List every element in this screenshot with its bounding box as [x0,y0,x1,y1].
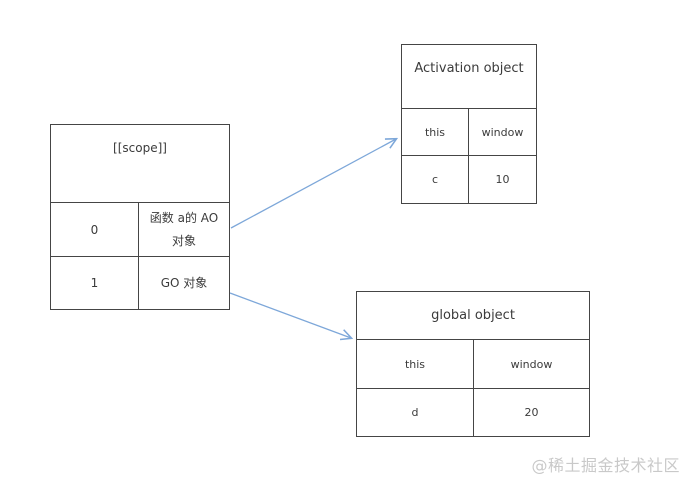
global-table-row-d: d 20 [357,388,589,436]
global-row-d-key: d [357,389,474,436]
scope-table-row-0: 0 函数 a的 AO 对象 [51,203,229,256]
scope-table-title: [[scope]] [51,125,229,203]
activation-object-table: Activation object this window c 10 [401,44,537,204]
scope-row-1-index: 1 [51,257,139,309]
global-object-table: global object this window d 20 [356,291,590,437]
activation-row-this-value: window [481,125,524,139]
global-row-d-value: 20 [524,406,539,419]
activation-object-table-title: Activation object [402,45,536,109]
arrow-scope-to-activation-object [230,139,396,229]
scope-table: [[scope]] 0 函数 a的 AO 对象 1 GO 对象 [50,124,230,310]
scope-table-row-1: 1 GO 对象 [51,256,229,309]
global-row-this-value: window [510,357,553,371]
scope-row-0-index: 0 [51,203,139,256]
activation-row-this-key: this [402,109,469,155]
scope-row-1-object: GO 对象 [139,257,229,309]
scope-row-0-object-line-1: 函数 a的 AO [149,210,219,225]
arrow-scope-to-global-object [229,292,351,338]
scope-row-0-object: 函数 a的 AO 对象 [139,203,229,256]
scope-row-0-object-line-2: 对象 [171,233,196,248]
global-object-table-title: global object [357,292,589,340]
global-table-row-this: this window [357,340,589,388]
watermark: @稀土掘金技术社区 [531,456,680,475]
activation-row-c-value: 10 [495,173,510,186]
activation-row-c-key: c [402,156,469,203]
activation-table-row-this: this window [402,109,536,155]
activation-table-row-c: c 10 [402,155,536,203]
scope-row-1-object-line-1: GO 对象 [160,275,208,290]
global-row-this-key: this [357,340,474,388]
